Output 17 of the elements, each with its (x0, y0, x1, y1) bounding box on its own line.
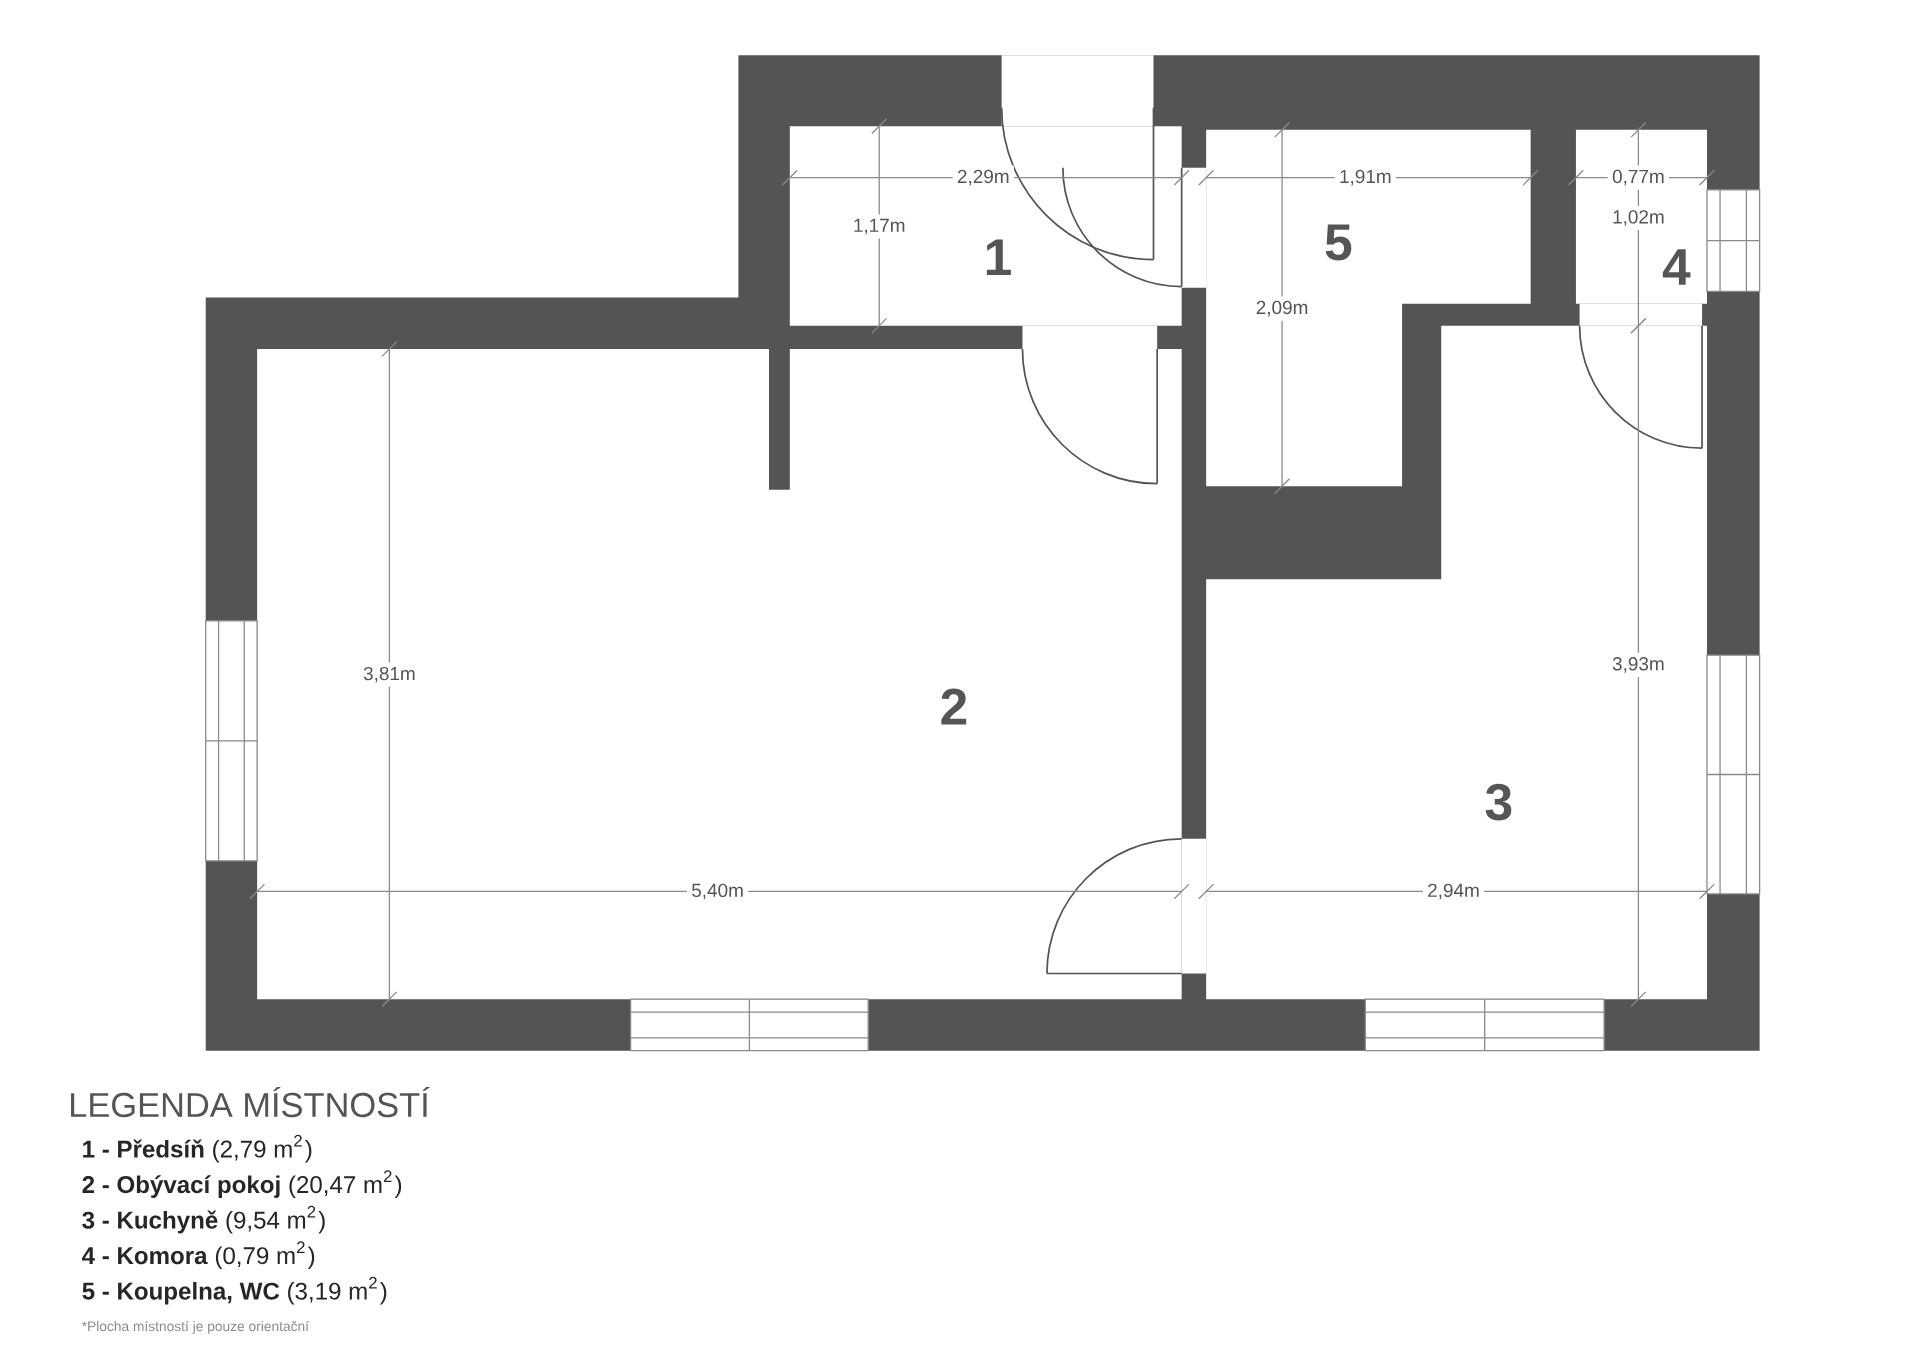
node-label: 3 (1485, 784, 1512, 821)
node-label: 4 (1662, 249, 1691, 285)
footnote: *Plocha místností je pouze orientační (81, 1321, 309, 1335)
dimension-label: 1,91m (1334, 165, 1396, 190)
legend-entry: 2 - Obývací pokoj (20,47 m$^{2}$) (82, 1170, 402, 1199)
dimension-label: 1,02m (1607, 206, 1669, 231)
dimension-label: 2,29m (952, 165, 1014, 190)
legend-entry: 4 - Komora (0,79 m$^{2}$) (82, 1241, 315, 1270)
dimension-label: 5,40m (686, 879, 749, 904)
dimension-label: 2,09m (1251, 296, 1313, 321)
legend-entry: 3 - Kuchyně (9,54 m$^{2}$) (82, 1206, 325, 1234)
legend-entry: 5 - Koupelna, WC (3,19 m$^{2}$) (82, 1277, 387, 1305)
legend-entry: 1 - Předsíň (2,79 m$^{2}$) (83, 1135, 312, 1163)
dimension-label: 2,94m (1422, 879, 1485, 904)
dimension-label: 0,77m (1607, 165, 1669, 190)
legend-title: LEGENDA MÍSTNOSTÍ (71, 1087, 430, 1118)
dimension-label: 3,93m (1607, 653, 1669, 678)
